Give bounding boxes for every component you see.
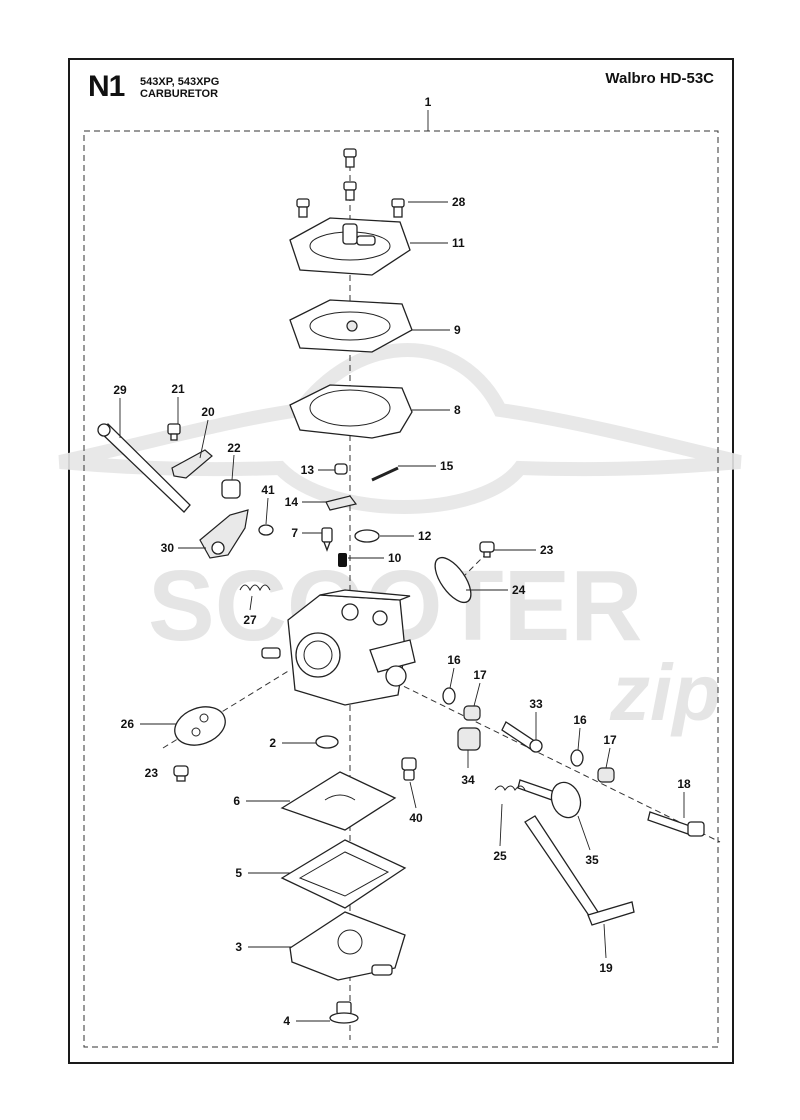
model-list: 543XP, 543XPG (140, 76, 220, 88)
spring-25 (494, 785, 526, 791)
callout-10: 10 (388, 551, 402, 565)
callout-12: 12 (418, 529, 432, 543)
gasket-6 (280, 771, 397, 831)
callout-3: 3 (235, 940, 242, 954)
pump-cover-11 (289, 217, 411, 276)
callout-11: 11 (452, 236, 465, 250)
callout-40: 40 (409, 811, 423, 825)
callout-35: 35 (585, 853, 599, 867)
callout-34: 34 (461, 773, 475, 787)
callout-7: 7 (291, 526, 298, 540)
callout-16-a: 16 (447, 653, 461, 667)
throttle-shaft-29 (97, 423, 191, 513)
screw-28-group (296, 148, 405, 218)
needle-7 (321, 527, 333, 552)
section-title: CARBURETOR (140, 88, 219, 100)
choke-plate-26 (174, 706, 226, 746)
callouts: 1 28 11 9 8 29 21 20 22 13 15 41 14 7 12… (113, 95, 691, 1028)
section-code: N1 (88, 70, 125, 103)
carburetor-model: Walbro HD-53C (605, 70, 714, 87)
choke-shaft-19 (524, 815, 635, 926)
disc-12 (354, 529, 380, 543)
callout-24: 24 (512, 583, 526, 597)
callout-17-b: 17 (603, 733, 617, 747)
watermark-suffix: zip (609, 648, 721, 737)
callout-13: 13 (301, 463, 315, 477)
callout-23-left: 23 (145, 766, 159, 780)
callout-30: 30 (161, 541, 175, 555)
assembly-boundary (83, 130, 719, 1048)
callout-8: 8 (454, 403, 461, 417)
leader-lines (119, 201, 685, 1022)
screw-21 (167, 423, 181, 441)
spring-27 (239, 584, 271, 592)
callout-17-a: 17 (473, 668, 487, 682)
carburetor-body (261, 589, 416, 706)
callout-28: 28 (452, 195, 466, 209)
centerline-side (394, 681, 721, 843)
callout-29: 29 (113, 383, 127, 397)
callout-26: 26 (121, 717, 135, 731)
screw-23-left (173, 765, 189, 782)
washer-41 (258, 524, 274, 536)
sheet-frame (68, 58, 734, 1064)
callout-18: 18 (677, 777, 691, 791)
bushing-22 (221, 479, 241, 499)
spring-17-b (597, 767, 615, 783)
lever-14 (325, 495, 358, 511)
lever-20 (171, 449, 213, 479)
adjuster-knob-35 (517, 779, 582, 819)
callout-20: 20 (201, 405, 215, 419)
callout-16-b: 16 (573, 713, 587, 727)
gasket-8 (289, 384, 413, 439)
disc-2 (315, 735, 339, 749)
spring-10 (338, 553, 347, 567)
callout-6: 6 (233, 794, 240, 808)
fitting-40 (401, 757, 417, 781)
lever-30 (199, 509, 249, 559)
callout-2: 2 (269, 736, 276, 750)
centerline-right-top (454, 554, 486, 586)
callout-14: 14 (285, 495, 299, 509)
callout-22: 22 (227, 441, 241, 455)
filter-4 (329, 1001, 359, 1024)
metering-cover-3 (289, 911, 406, 981)
diaphragm-5 (280, 839, 407, 909)
callout-21: 21 (171, 382, 185, 396)
callout-33: 33 (529, 697, 543, 711)
callout-25: 25 (493, 849, 507, 863)
screw-18 (647, 811, 705, 837)
callout-5: 5 (235, 866, 242, 880)
callout-41: 41 (261, 483, 275, 497)
throttle-plate-24 (434, 556, 472, 604)
screw-13 (334, 463, 348, 475)
washer-16-b (570, 749, 584, 767)
screw-23-top (479, 541, 495, 558)
spring-34 (457, 727, 481, 751)
spring-17-a (463, 705, 481, 721)
callout-9: 9 (454, 323, 461, 337)
callout-19: 19 (599, 961, 613, 975)
callout-1: 1 (425, 95, 432, 109)
pin-15 (371, 466, 399, 482)
callout-15: 15 (440, 459, 454, 473)
callout-4: 4 (283, 1014, 290, 1028)
callout-27: 27 (243, 613, 257, 627)
callout-23-top: 23 (540, 543, 554, 557)
washer-16-a (442, 687, 456, 705)
